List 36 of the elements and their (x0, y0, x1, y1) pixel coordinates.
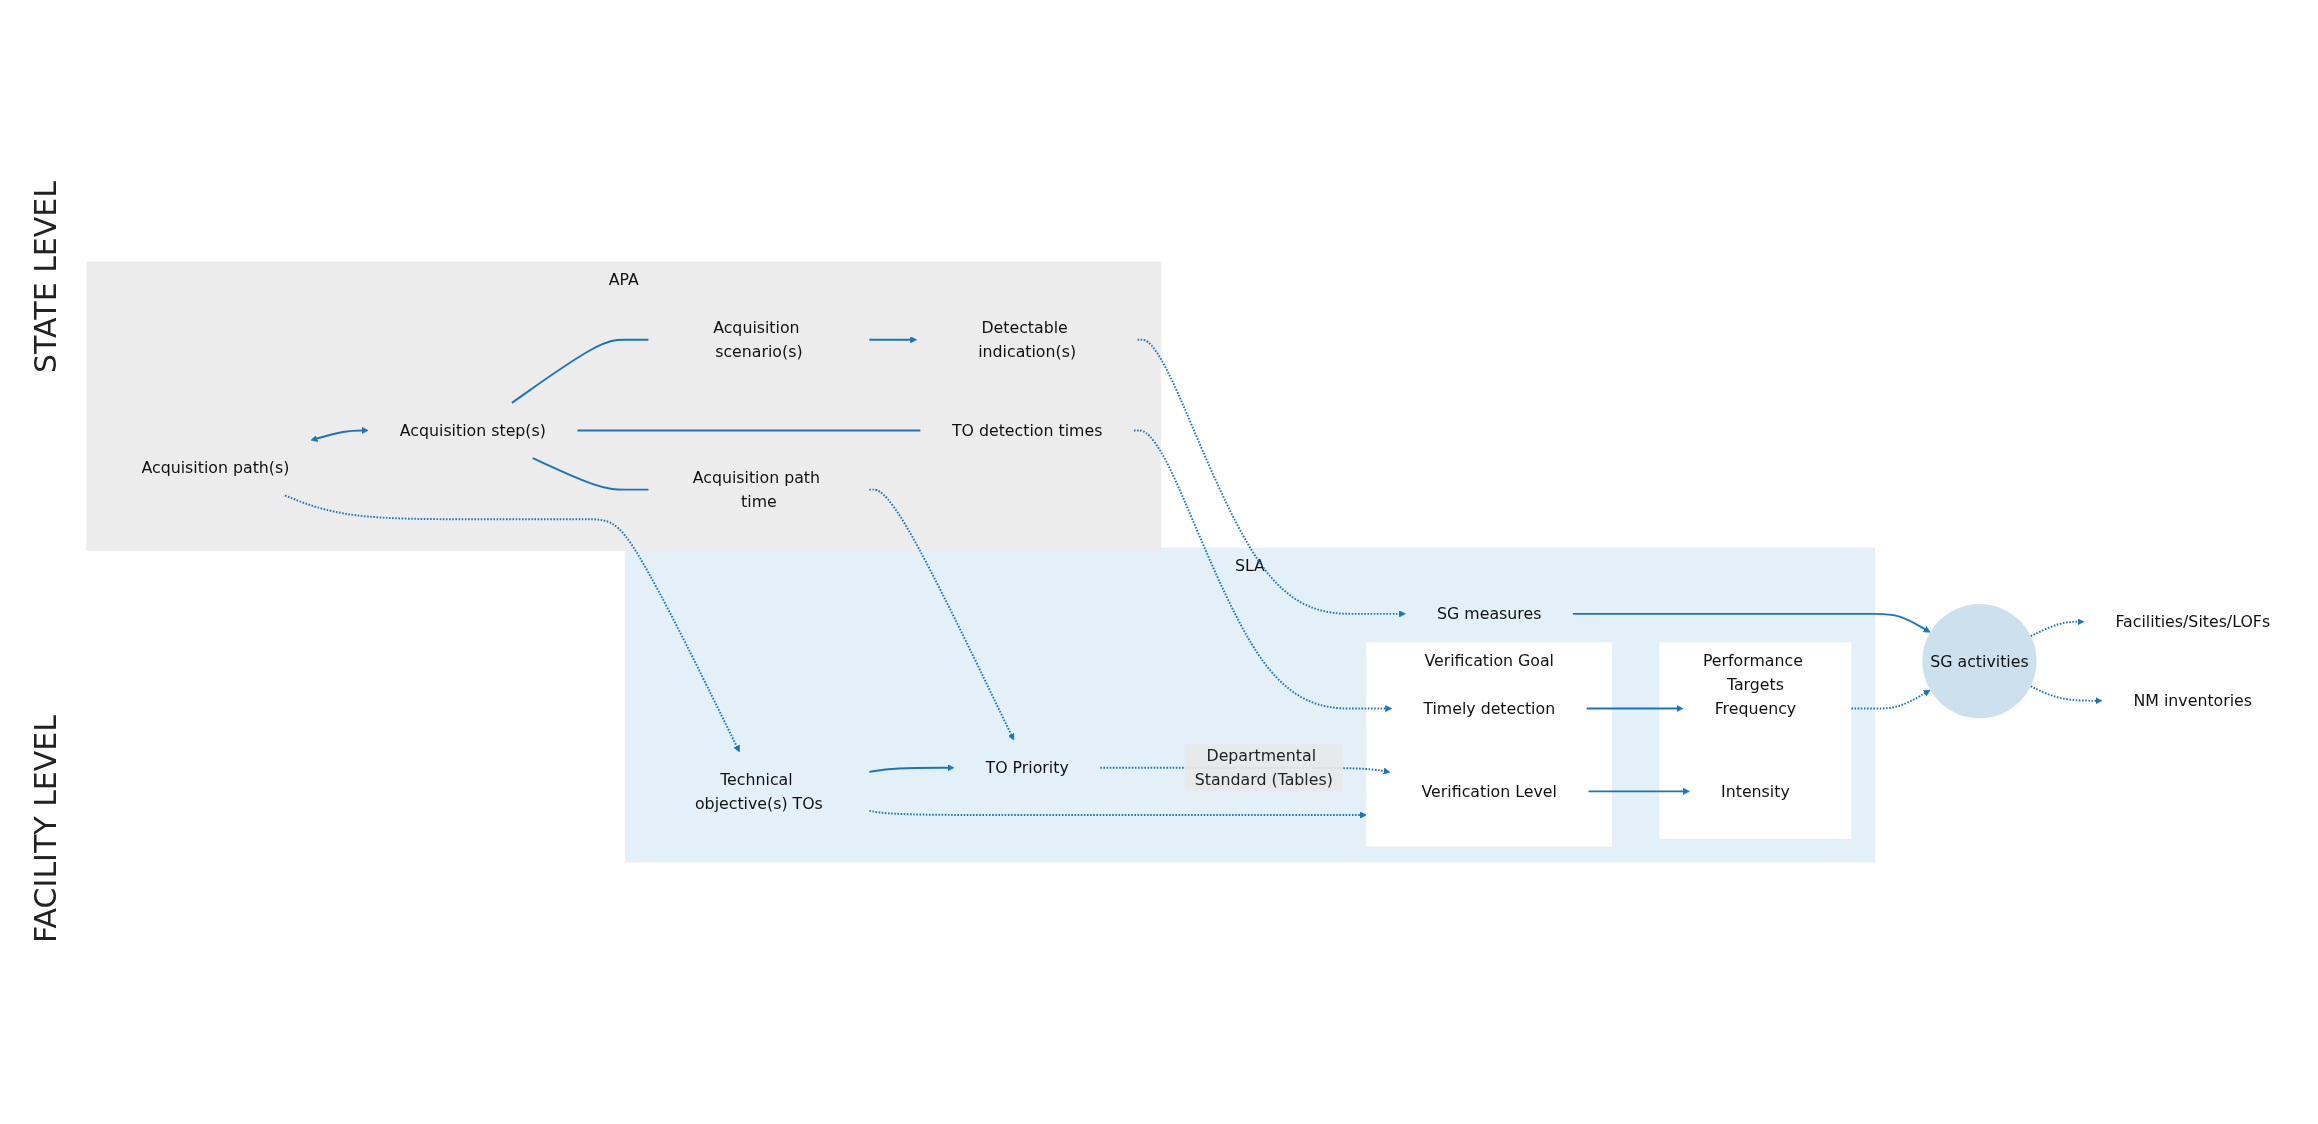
arrow (1850, 689, 1931, 710)
level-label: STATE LEVEL (27, 181, 63, 373)
node-text: Timely detection (1423, 699, 1556, 718)
node-text: TO Priority (985, 758, 1069, 778)
edge-label: Departmental Standard (Tables) (1194, 746, 1333, 789)
arrow (868, 488, 1015, 741)
connector (531, 457, 650, 491)
node-text: Intensity (1721, 781, 1790, 801)
arrow (2029, 618, 2085, 638)
node-text: Verification Level (1421, 781, 1557, 801)
arrow (868, 809, 1367, 819)
node-text: Frequency (1714, 699, 1797, 718)
node-text: Acquisition scenario(s) (713, 318, 803, 362)
arrow (1571, 612, 1931, 633)
arrow (310, 427, 369, 442)
arrow (868, 764, 955, 773)
node-text: Technical objective(s) TOs (694, 770, 823, 813)
arrow (868, 336, 917, 344)
arrow (1136, 338, 1406, 618)
node-text: Acquisition step(s) (399, 420, 546, 440)
node-text: Acquisition path time (692, 468, 821, 511)
node-text: Detectable indication(s) (978, 318, 1077, 362)
node-text: SG measures (1437, 604, 1542, 624)
arrow (2029, 685, 2103, 705)
arrow (1132, 429, 1393, 712)
node-text: Facilities/Sites/LOFs (2115, 612, 2271, 632)
node-text: NM inventories (2133, 691, 2253, 711)
arrow (284, 494, 740, 753)
level-label: FACILITY LEVEL (27, 715, 63, 943)
node-text: TO detection times (951, 420, 1103, 440)
arrow (1585, 705, 1684, 712)
connector (576, 429, 922, 432)
node-text: Acquisition path(s) (141, 458, 290, 478)
arrow (1587, 787, 1690, 795)
connector (510, 338, 650, 404)
node-circle: SG activities (1922, 604, 2037, 719)
